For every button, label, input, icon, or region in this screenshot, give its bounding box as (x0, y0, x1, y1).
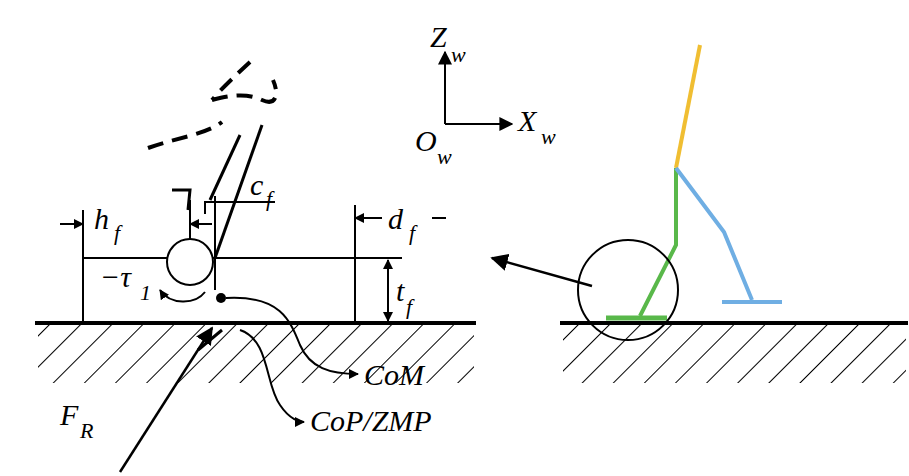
com-dot (216, 293, 226, 303)
swing-foot (722, 300, 782, 304)
torso (676, 45, 700, 168)
cop-label: CoP/ZMP (310, 406, 432, 436)
ground-hatch (563, 325, 906, 383)
ground-line (560, 321, 908, 325)
dimension-subscript: f (409, 222, 415, 244)
zoom-circle (578, 240, 678, 340)
axis-name: Z (430, 22, 447, 52)
dimension-name: t (396, 276, 404, 306)
force-subscript: R (80, 420, 93, 442)
dimension-tf (355, 258, 402, 323)
ankle-joint (167, 239, 213, 285)
dimension-subscript: f (266, 188, 272, 210)
leg (172, 125, 262, 258)
dimension-name: h (94, 204, 109, 234)
dimension-subscript: f (406, 296, 412, 318)
stance-foot (606, 316, 667, 321)
cop-leader (240, 330, 304, 422)
torque-subscript: 1 (140, 282, 151, 304)
axis-name: O (415, 126, 437, 156)
dimension-name: d (388, 204, 403, 234)
axis-subscript: w (437, 146, 452, 168)
force-name: F (60, 400, 78, 430)
axis-subscript: w (451, 44, 466, 66)
ground-line (35, 321, 476, 325)
stance-leg (640, 168, 676, 316)
dimension-hf (60, 223, 212, 225)
dimension-cf (205, 202, 275, 214)
axis-name: X (518, 106, 536, 136)
thigh-outline (148, 62, 276, 148)
cop-mark (198, 330, 222, 350)
axis-subscript: w (541, 126, 556, 148)
torque-arrow (160, 290, 205, 302)
zoom-arrow (492, 258, 592, 286)
swing-leg (676, 168, 752, 300)
foot-outline (83, 196, 355, 323)
dimension-subscript: f (114, 222, 120, 244)
dimension-name: c (250, 170, 263, 200)
com-label: CoM (364, 360, 424, 390)
com-leader (226, 298, 358, 374)
torque-name: −τ (100, 262, 131, 292)
